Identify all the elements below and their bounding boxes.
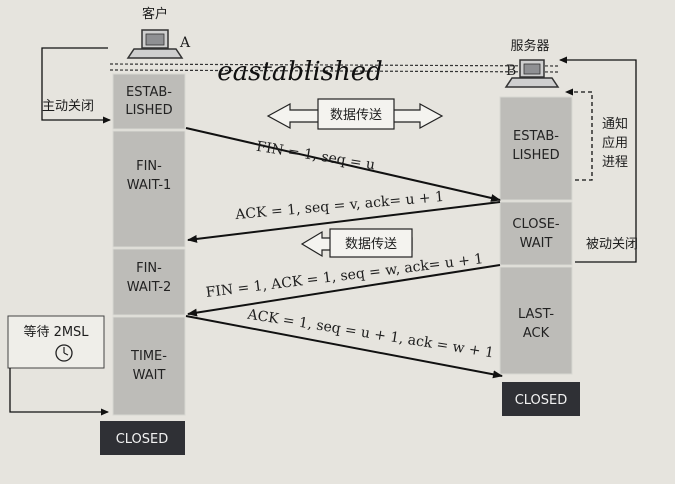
client-state-time-wait-label: TIME-WAIT: [130, 349, 167, 383]
client-state-fin-wait-2: [112, 248, 186, 316]
active-close-loop-arrow: [41, 47, 111, 124]
client-state-fin-wait-1-label: FIN-WAIT-1: [127, 159, 172, 193]
fin-1-arrow: [185, 127, 501, 202]
wait-2msl-label: 等待 2MSL: [23, 324, 89, 340]
wait-2msl-box: [7, 315, 105, 369]
server-tag: B: [506, 63, 516, 79]
active-close-label: 主动关闭: [42, 99, 94, 114]
client-closed-label: CLOSED: [116, 432, 169, 447]
client-state-column: ESTAB-LISHED FIN-WAIT-1 FIN-WAIT-2 TIME-…: [100, 73, 186, 455]
client-state-time-wait: [112, 316, 186, 416]
client-state-established: [112, 73, 186, 130]
data-transfer-arrow-2: 数据传送: [300, 228, 413, 258]
wait-2msl-loop-arrow: [9, 368, 109, 416]
fin-1-message: FIN = 1, seq = u: [255, 139, 376, 174]
client-state-fin-wait-1: [112, 130, 186, 248]
ack-1-arrow: [187, 201, 501, 243]
fin-2-arrow: [187, 264, 501, 317]
client-state-closed: [100, 421, 185, 455]
dashed-line-bottom: [109, 69, 561, 73]
client-label: 客户: [142, 6, 168, 22]
client-state-fin-wait-2-label: FIN-WAIT-2: [127, 261, 172, 295]
dashed-line-top: [109, 63, 561, 67]
notify-app-dashed-arrow: [565, 88, 593, 181]
server-state-closed: [502, 382, 580, 416]
passive-close-label: 被动关闭: [586, 237, 638, 252]
server-computer-icon: [504, 59, 560, 88]
data-transfer-arrow-1: 数据传送: [266, 98, 444, 130]
server-closed-label: CLOSED: [515, 393, 568, 408]
server-state-established-label: ESTAB-LISHED: [512, 129, 559, 163]
clock-icon: [55, 344, 73, 362]
ack-1-message: ACK = 1, seq = v, ack= u + 1: [234, 189, 445, 223]
fin-2-message: FIN = 1, ACK = 1, seq = w, ack= u + 1: [205, 251, 484, 301]
server-state-close-wait-label: CLOSE-WAIT: [512, 217, 560, 251]
server-state-last-ack-label: LAST-ACK: [518, 307, 554, 341]
client-tag: A: [179, 35, 191, 51]
server-state-column: ESTAB-LISHED CLOSE-WAIT LAST-ACK CLOSED: [499, 96, 580, 416]
passive-close-outer-loop-arrow: [559, 56, 637, 263]
handwritten-established-annotation: eastablished: [217, 57, 383, 87]
server-state-last-ack: [499, 266, 573, 375]
notify-app-label: 通知应用进程: [602, 116, 628, 170]
data-transfer-label-2: 数据传送: [345, 237, 397, 252]
server-state-established: [499, 96, 573, 201]
ack-2-arrow: [185, 315, 503, 379]
server-label: 服务器: [510, 38, 549, 54]
data-transfer-label-1: 数据传送: [330, 108, 382, 123]
server-state-close-wait: [499, 201, 573, 266]
client-state-established-label: ESTAB-LISHED: [125, 85, 172, 118]
client-computer-icon: [126, 29, 184, 59]
